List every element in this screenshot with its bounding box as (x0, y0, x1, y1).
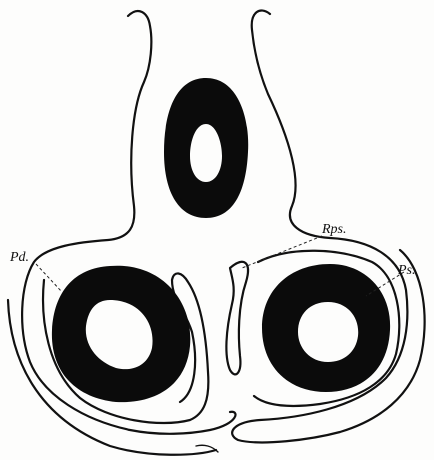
pd-leader-line (36, 264, 62, 292)
rps-leader-line (242, 236, 322, 268)
label-rps: Rps. (321, 222, 347, 237)
right-dark-ring (262, 264, 390, 392)
label-pd: Pd. (9, 250, 29, 265)
left-dark-ring (52, 266, 190, 402)
upper-dark-ring (164, 78, 248, 218)
central-crescent (226, 262, 248, 375)
label-ps: Ps. (397, 263, 416, 278)
